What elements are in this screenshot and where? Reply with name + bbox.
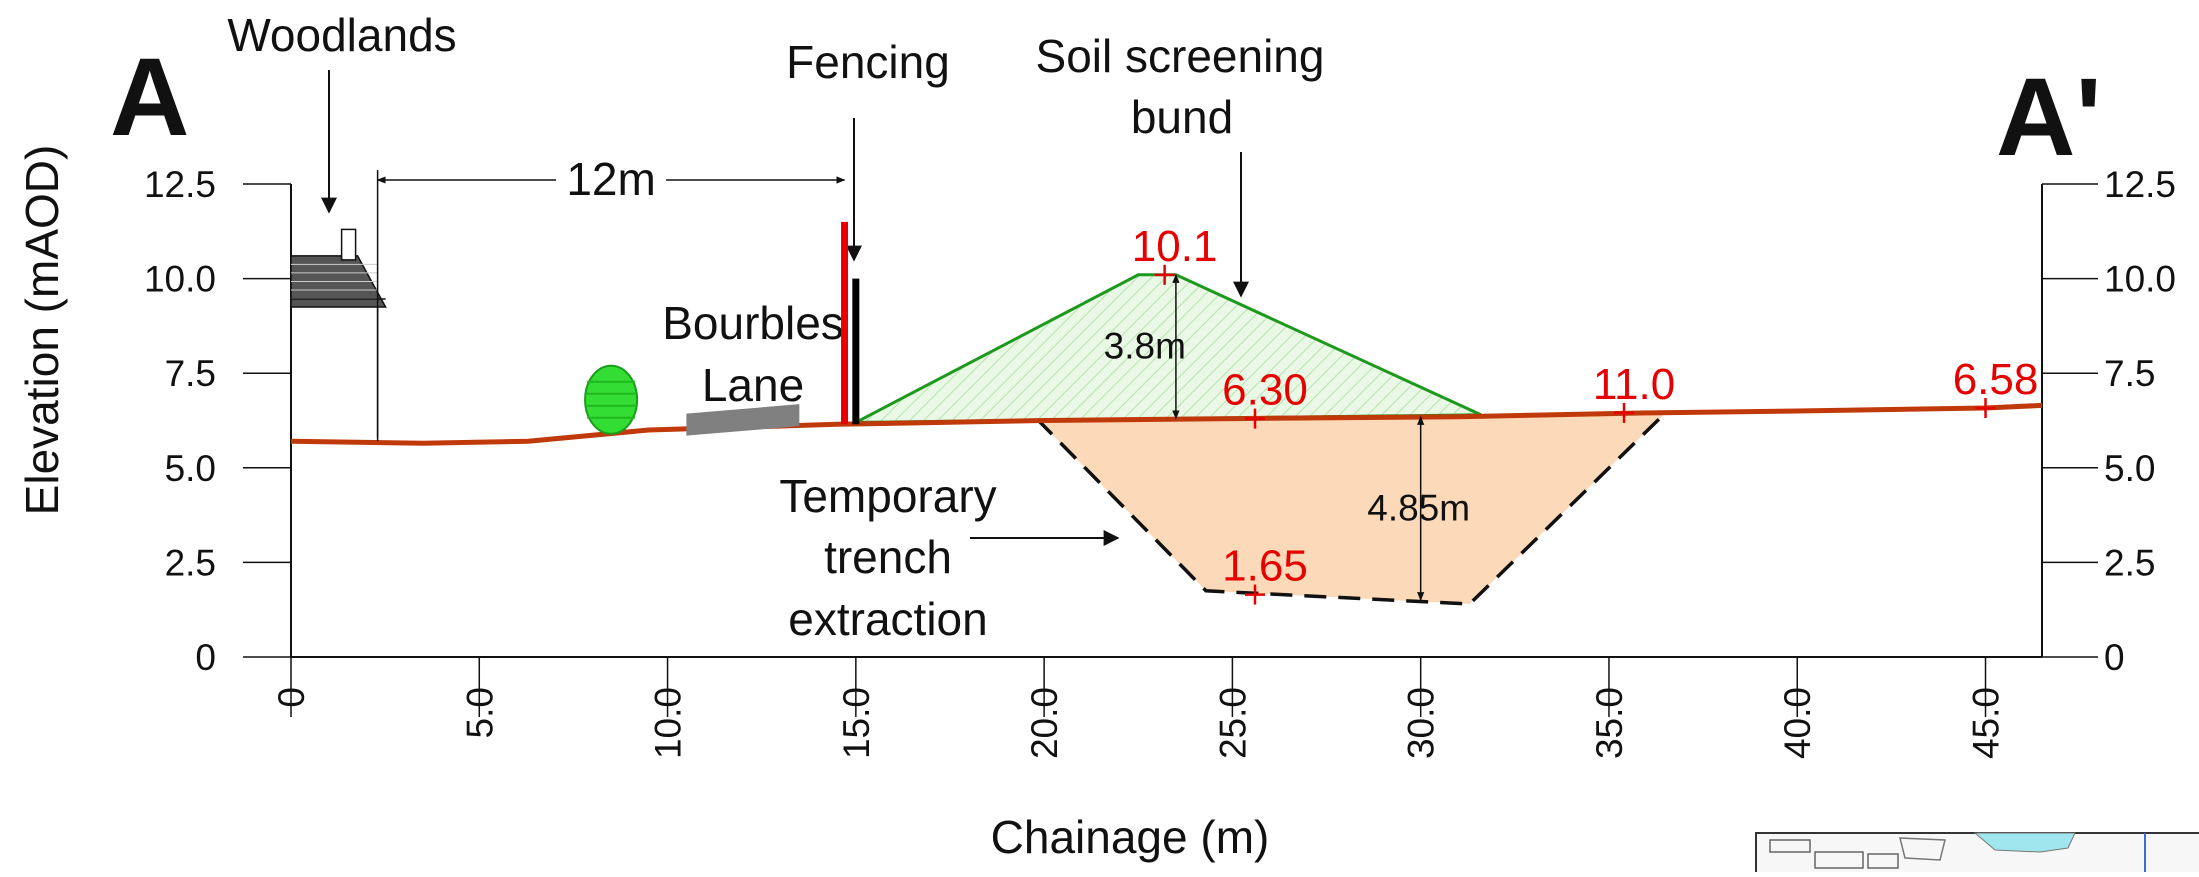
- house-chimney: [340, 228, 357, 261]
- x-axis-title: Chainage (m): [991, 811, 1270, 863]
- y-tick-label-left: 5.0: [165, 448, 216, 489]
- x-tick-label: 10.0: [648, 687, 689, 759]
- section-marker-a-prime: A': [1996, 56, 2102, 179]
- y-tick-label-right: 10.0: [2104, 259, 2176, 300]
- x-tick-label: 25.0: [1212, 687, 1253, 759]
- elevation-label: 6.58: [1953, 355, 2039, 404]
- trench-label-line2: trench: [824, 531, 952, 583]
- elevation-label: 1.65: [1222, 542, 1308, 591]
- x-tick-label: 35.0: [1589, 687, 1630, 759]
- lane-label-line2: Lane: [702, 359, 804, 411]
- y-tick-label-right: 2.5: [2104, 542, 2155, 583]
- elevation-label: 11.0: [1593, 360, 1675, 409]
- y-tick-label-right: 5.0: [2104, 448, 2155, 489]
- fencing-label: Fencing: [786, 36, 950, 88]
- x-tick-label: 5.0: [459, 687, 500, 738]
- dimension-label-vertical: 3.8m: [1104, 326, 1186, 367]
- dimension-label-12m: 12m: [566, 153, 655, 205]
- tree-icon: [584, 364, 639, 435]
- x-tick-label: 15.0: [836, 687, 877, 759]
- elevation-label: 10.1: [1132, 222, 1218, 271]
- trench-label-line1: Temporary: [779, 470, 996, 522]
- x-tick-label: 0: [271, 687, 312, 708]
- trench-outline: [1035, 411, 1667, 606]
- x-tick-label: 20.0: [1024, 687, 1065, 759]
- x-tick-label: 30.0: [1401, 687, 1442, 759]
- y-tick-label-right: 12.5: [2104, 164, 2176, 205]
- section-marker-a: A: [110, 36, 189, 159]
- y-tick-label-left: 7.5: [165, 353, 216, 394]
- y-tick-label-right: 7.5: [2104, 353, 2155, 394]
- bund-label-line2: bund: [1131, 91, 1233, 143]
- y-tick-label-left: 0: [195, 637, 216, 678]
- ground-profile-line: [290, 402, 2043, 446]
- axes-frame: 0 2.5 5.0 7.5 10.0 12.5 0 2.5 5.0 7.5 10.0 12.5 0 5.0…: [144, 164, 2176, 759]
- dimension-label-bg: [556, 152, 667, 192]
- woodlands-label: Woodlands: [227, 9, 456, 61]
- lane-label-line1: Bourbles: [662, 297, 844, 349]
- location-map-inset: [1755, 832, 2199, 876]
- y-tick-label-right: 0: [2104, 637, 2125, 678]
- elevation-label: 6.30: [1222, 366, 1308, 415]
- lane-surface: [686, 404, 800, 436]
- trench-fill: [1036, 412, 1666, 604]
- marks-layer: 12m 3.8m 4.85m 10.1 6.30 11.0 6.58 1.65: [376, 152, 2039, 605]
- y-axis-title: Elevation (mAOD): [16, 145, 68, 516]
- features-layer: [290, 221, 2043, 446]
- dimension-label-vertical: 4.85m: [1367, 487, 1470, 528]
- y-tick-label-left: 10.0: [144, 259, 216, 300]
- x-tick-label: 45.0: [1966, 687, 2007, 759]
- y-tick-label-left: 12.5: [144, 164, 216, 205]
- y-tick-label-left: 2.5: [165, 542, 216, 583]
- trench-label-line3: extraction: [788, 593, 987, 645]
- bund-label-line1: Soil screening: [1036, 30, 1325, 82]
- x-tick-label: 40.0: [1777, 687, 1818, 759]
